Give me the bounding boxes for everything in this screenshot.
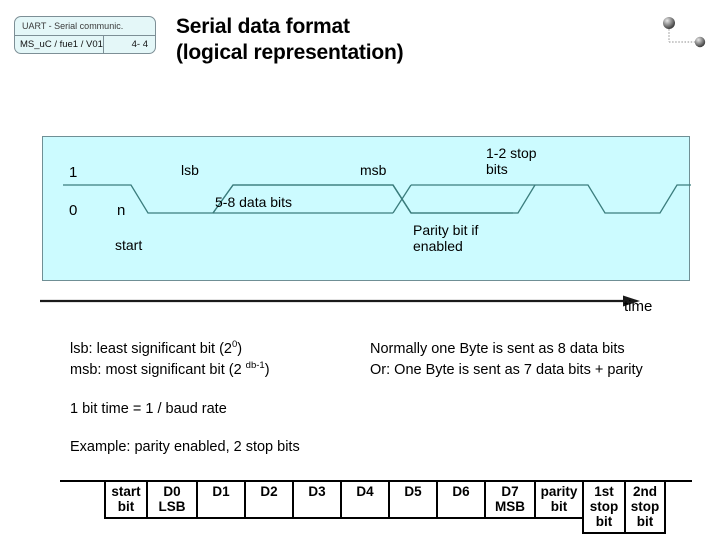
frame-cell: D7 MSB xyxy=(484,480,534,519)
note-example: Example: parity enabled, 2 stop bits xyxy=(70,439,300,455)
note-msb-superscript: db-1 xyxy=(245,360,265,372)
frame-cell: D6 xyxy=(436,480,484,519)
corner-spheres-icon xyxy=(663,17,706,48)
frame-cell: 2nd stop bit xyxy=(624,480,666,534)
badge-page-number: 4- 4 xyxy=(131,39,148,50)
waveform-lsb-label: lsb xyxy=(181,162,199,178)
header-badge: UART - Serial communic. MS_uC / fue1 / V… xyxy=(14,16,156,54)
frame-cell: D3 xyxy=(292,480,340,519)
frame-tail-line xyxy=(658,480,692,482)
uart-waveform-trace xyxy=(63,184,691,214)
note-or-byte: Or: One Byte is sent as 7 data bits + pa… xyxy=(370,362,643,378)
waveform-start-label: start xyxy=(115,237,143,253)
badge-bottom-row: MS_uC / fue1 / V01 4- 4 xyxy=(15,36,155,53)
note-msb-prefix: msb: most significant bit (2 xyxy=(70,362,246,378)
frame-cell: start bit xyxy=(104,480,146,519)
corner-decoration xyxy=(655,12,711,52)
waveform-level-high-label: 1 xyxy=(69,164,78,181)
frame-cell: D5 xyxy=(388,480,436,519)
note-lsb-definition: lsb: least significant bit (20) xyxy=(70,340,242,359)
note-bit-time: 1 bit time = 1 / baud rate xyxy=(70,401,227,417)
waveform-data-bits-label: 5-8 data bits xyxy=(215,194,293,210)
waveform-start-marker: n xyxy=(117,202,126,219)
frame-lead-line xyxy=(60,480,106,482)
note-lsb-prefix: lsb: least significant bit (2 xyxy=(70,341,232,357)
frame-cell: D2 xyxy=(244,480,292,519)
badge-topic-label: UART - Serial communic. xyxy=(15,17,155,36)
frame-cell: D1 xyxy=(196,480,244,519)
waveform-level-low-label: 0 xyxy=(69,202,78,219)
waveform-parity-label: Parity bit if enabled xyxy=(413,222,479,254)
note-msb-definition: msb: most significant bit (2 db-1) xyxy=(70,361,270,380)
waveform-diagram-panel: 1 0 n start lsb msb 5-8 data bits Parity… xyxy=(42,136,691,281)
frame-cell: D4 xyxy=(340,480,388,519)
page-title: Serial data format (logical representati… xyxy=(176,15,404,64)
note-normally-byte: Normally one Byte is sent as 8 data bits xyxy=(370,341,625,357)
frame-cell: D0 LSB xyxy=(146,480,196,519)
time-axis-label: time xyxy=(624,298,653,315)
badge-course-label: MS_uC / fue1 / V01 xyxy=(15,36,104,53)
note-lsb-suffix: ) xyxy=(237,341,243,357)
time-axis-arrow xyxy=(40,295,640,307)
frame-cell: 1st stop bit xyxy=(582,480,624,534)
waveform-stop-bits-label: 1-2 stop bits xyxy=(486,145,537,177)
waveform-msb-label: msb xyxy=(360,162,387,178)
note-msb-suffix: ) xyxy=(264,362,270,378)
note-lsb-superscript: 0 xyxy=(232,339,238,351)
frame-cell: parity bit xyxy=(534,480,582,519)
